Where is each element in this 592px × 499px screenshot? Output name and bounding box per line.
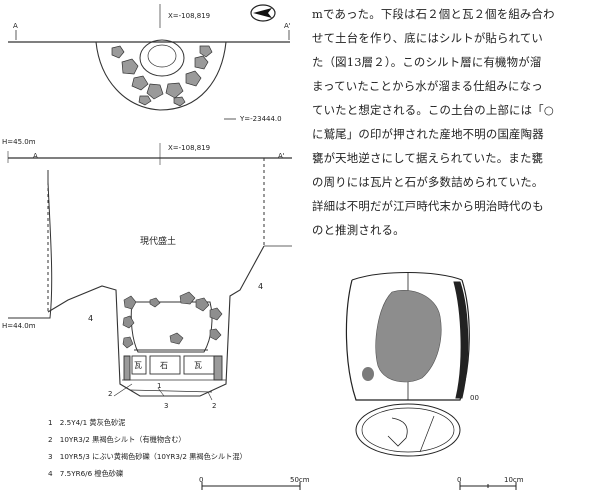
seal-stamp [362, 290, 442, 383]
plan-y-coordinate: Y=-23444.0 [240, 115, 282, 123]
text-line: せて土台を作り、底にはシルトが貼られてい [312, 31, 544, 45]
scale-bar-left [201, 482, 301, 490]
plan-x-coordinate: X=-108,819 [168, 12, 211, 20]
plan-point-a: A [13, 22, 18, 30]
text-line: に鷲尾」の印が押された産地不明の国産陶器 [312, 127, 544, 141]
scale-bar-right [459, 482, 517, 490]
section-x-coordinate: X=-108,819 [168, 144, 211, 152]
text-line: た（図13層２）。このシルト層に有機物が溜 [312, 55, 542, 69]
north-arrow [250, 4, 276, 22]
scale-right-end: 10cm [504, 476, 524, 484]
stone-label: 石 [160, 361, 168, 370]
plan-view [8, 4, 290, 111]
section-point-a: A [33, 152, 38, 160]
scale-left-end: 50cm [290, 476, 310, 484]
report-body-text: mであった。下段は石２個と瓦２個を組み合わ せて土台を作り、底にはシルトが貼られ… [312, 2, 590, 242]
scale-left-start: 0 [199, 476, 204, 484]
layer-1-label: 1 [157, 382, 162, 390]
scale-right-start: 0 [457, 476, 462, 484]
tile-left-label: 瓦 [134, 361, 142, 370]
plan-stones [111, 45, 213, 107]
text-line: ていたと想定される。この土台の上部には「○ [312, 103, 554, 117]
section-base [123, 355, 223, 381]
section-point-a-prime: A' [278, 152, 285, 160]
text-line: の周りには瓦片と石が多数詰められていた。 [312, 175, 544, 189]
pot-figure-number: 00 [470, 394, 479, 402]
legend-item: 4 7.5YR6/6 橙色砂礫 [48, 469, 124, 478]
layer-3-label: 3 [164, 402, 169, 410]
layer-4-right: 4 [258, 282, 264, 291]
pot-drawing [345, 272, 470, 457]
text-line: まっていたことから水が溜まる仕組みになっ [312, 79, 543, 93]
elevation-top: H=45.0m [2, 138, 36, 146]
legend-item: 1 2.5Y4/1 黄灰色砂泥 [48, 418, 126, 427]
text-line: 甕が天地逆さにして据えられていた。また甕 [312, 151, 544, 165]
plan-point-a-prime: A' [284, 22, 291, 30]
legend-item: 2 10YR3/2 黒褐色シルト（有機物含む） [48, 435, 186, 444]
section-fill-stones [122, 291, 223, 349]
text-line: のと推測される。 [312, 223, 405, 237]
section-view [7, 143, 292, 397]
layer-2-label-b: 2 [212, 402, 217, 410]
text-line: 詳細は不明だが江戸時代末から明治時代のも [312, 199, 544, 213]
tile-right-label: 瓦 [194, 361, 202, 370]
text-line: mであった。下段は石２個と瓦２個を組み合わ [312, 7, 555, 21]
layer-4-left: 4 [88, 314, 94, 323]
legend-item: 3 10YR5/3 にぶい黄褐色砂礫（10YR3/2 黒褐色シルト混） [48, 452, 247, 461]
modern-fill-label: 現代盛土 [140, 237, 177, 247]
layer-2-label-a: 2 [108, 390, 113, 398]
elevation-bottom: H=44.0m [2, 322, 36, 330]
